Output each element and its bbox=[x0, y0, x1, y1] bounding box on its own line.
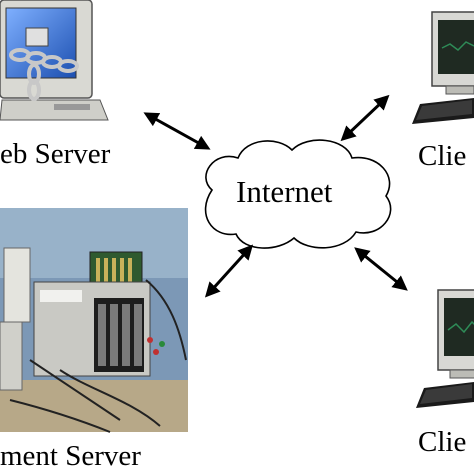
instrument-server-photo bbox=[0, 208, 188, 433]
client-bottom-label: Clie bbox=[418, 426, 467, 458]
internet-label: Internet bbox=[236, 174, 333, 209]
connection-arrows bbox=[143, 94, 408, 298]
arrow-client-top bbox=[340, 94, 390, 142]
arrow-web-server bbox=[143, 112, 211, 150]
arrow-client-bottom bbox=[354, 247, 408, 291]
client-top-label: Clie bbox=[418, 140, 467, 172]
client-bottom-computer-icon bbox=[416, 289, 474, 408]
web-server-icon bbox=[0, 0, 109, 121]
web-server-label: eb Server bbox=[0, 138, 111, 170]
client-top-computer-icon bbox=[412, 11, 474, 124]
internet-cloud-icon bbox=[204, 139, 392, 249]
instrument-server-label: ment Server bbox=[0, 440, 141, 472]
arrow-instrument-server bbox=[204, 244, 254, 298]
